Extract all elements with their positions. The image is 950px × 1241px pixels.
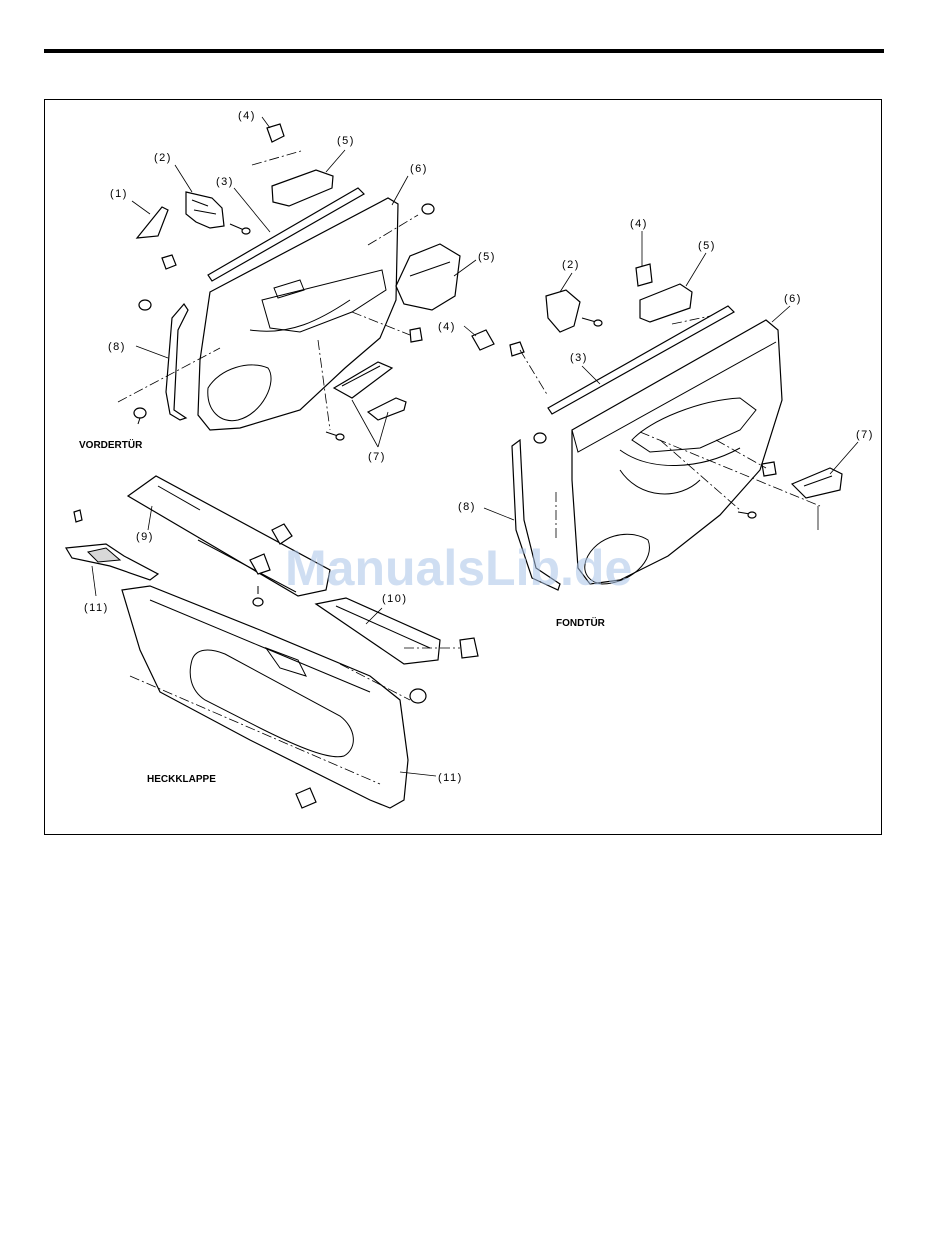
- rear-screw-2: [738, 512, 756, 518]
- callout-rear-3: (3): [570, 352, 588, 364]
- callout-front-5b: (5): [478, 251, 496, 263]
- label-rear-door: FONDTÜR: [556, 616, 606, 629]
- callout-front-7: (7): [368, 451, 386, 463]
- callout-tailgate-9: (9): [136, 531, 154, 543]
- rear-door-assembly: [464, 231, 858, 590]
- front-door-trim-panel: [198, 198, 398, 430]
- callout-front-8: (8): [108, 341, 126, 353]
- label-front-door: VORDERTÜR: [79, 438, 143, 451]
- rear-clip-4a: [636, 264, 652, 286]
- callout-rear-5: (5): [698, 240, 716, 252]
- callout-front-1: (1): [110, 188, 128, 200]
- callout-rear-6: (6): [784, 293, 802, 305]
- callout-front-2: (2): [154, 152, 172, 164]
- callout-rear-8: (8): [458, 501, 476, 513]
- callout-rear-7: (7): [856, 429, 874, 441]
- rear-cap: [762, 462, 776, 476]
- tailgate-clip-10: [460, 638, 478, 658]
- label-tailgate: HECKKLAPPE: [147, 774, 216, 785]
- front-screw-2: [326, 432, 344, 440]
- rear-screw-1: [582, 318, 602, 326]
- callout-tailgate-11b: (11): [438, 772, 463, 784]
- callout-front-3: (3): [216, 176, 234, 188]
- callout-rear-4a: (4): [630, 218, 648, 230]
- callout-front-6: (6): [410, 163, 428, 175]
- front-clip-4: [267, 124, 284, 142]
- rear-inner-handle: [792, 468, 842, 498]
- tailgate-clip-11: [74, 510, 82, 522]
- rear-clip-small: [510, 342, 524, 356]
- tailgate-clip-11b: [296, 788, 316, 808]
- front-clip-8a: [139, 300, 151, 310]
- front-triangle-trim: [137, 207, 168, 238]
- tailgate-assembly: [66, 476, 478, 808]
- front-mirror-bracket: [186, 192, 224, 228]
- front-armrest-pad-top: [272, 170, 333, 206]
- rear-armrest-pad: [640, 284, 692, 322]
- rear-mirror-bracket: [546, 290, 580, 332]
- callout-rear-4b: (4): [438, 321, 456, 333]
- tailgate-clip-11a: [410, 689, 426, 703]
- tailgate-side-trim-right: [316, 598, 440, 664]
- front-cap: [410, 328, 422, 342]
- tailgate-clip-9c: [253, 586, 263, 606]
- front-door-edge-trim: [166, 304, 188, 420]
- rear-clip-6: [534, 433, 546, 443]
- callout-front-4: (4): [238, 110, 256, 122]
- watermark: ManualsLib.de: [285, 540, 632, 596]
- front-armrest-pad-side: [396, 244, 460, 310]
- tailgate-side-trim-left: [66, 544, 158, 580]
- front-screw-1: [230, 224, 250, 234]
- rear-clip-4b: [472, 330, 494, 350]
- callout-rear-2: (2): [562, 259, 580, 271]
- front-clip-left: [162, 255, 176, 269]
- front-clip-6: [422, 204, 434, 214]
- callout-tailgate-11a: (11): [84, 602, 109, 614]
- callout-front-5a: (5): [337, 135, 355, 147]
- front-clip-8b: [134, 408, 146, 424]
